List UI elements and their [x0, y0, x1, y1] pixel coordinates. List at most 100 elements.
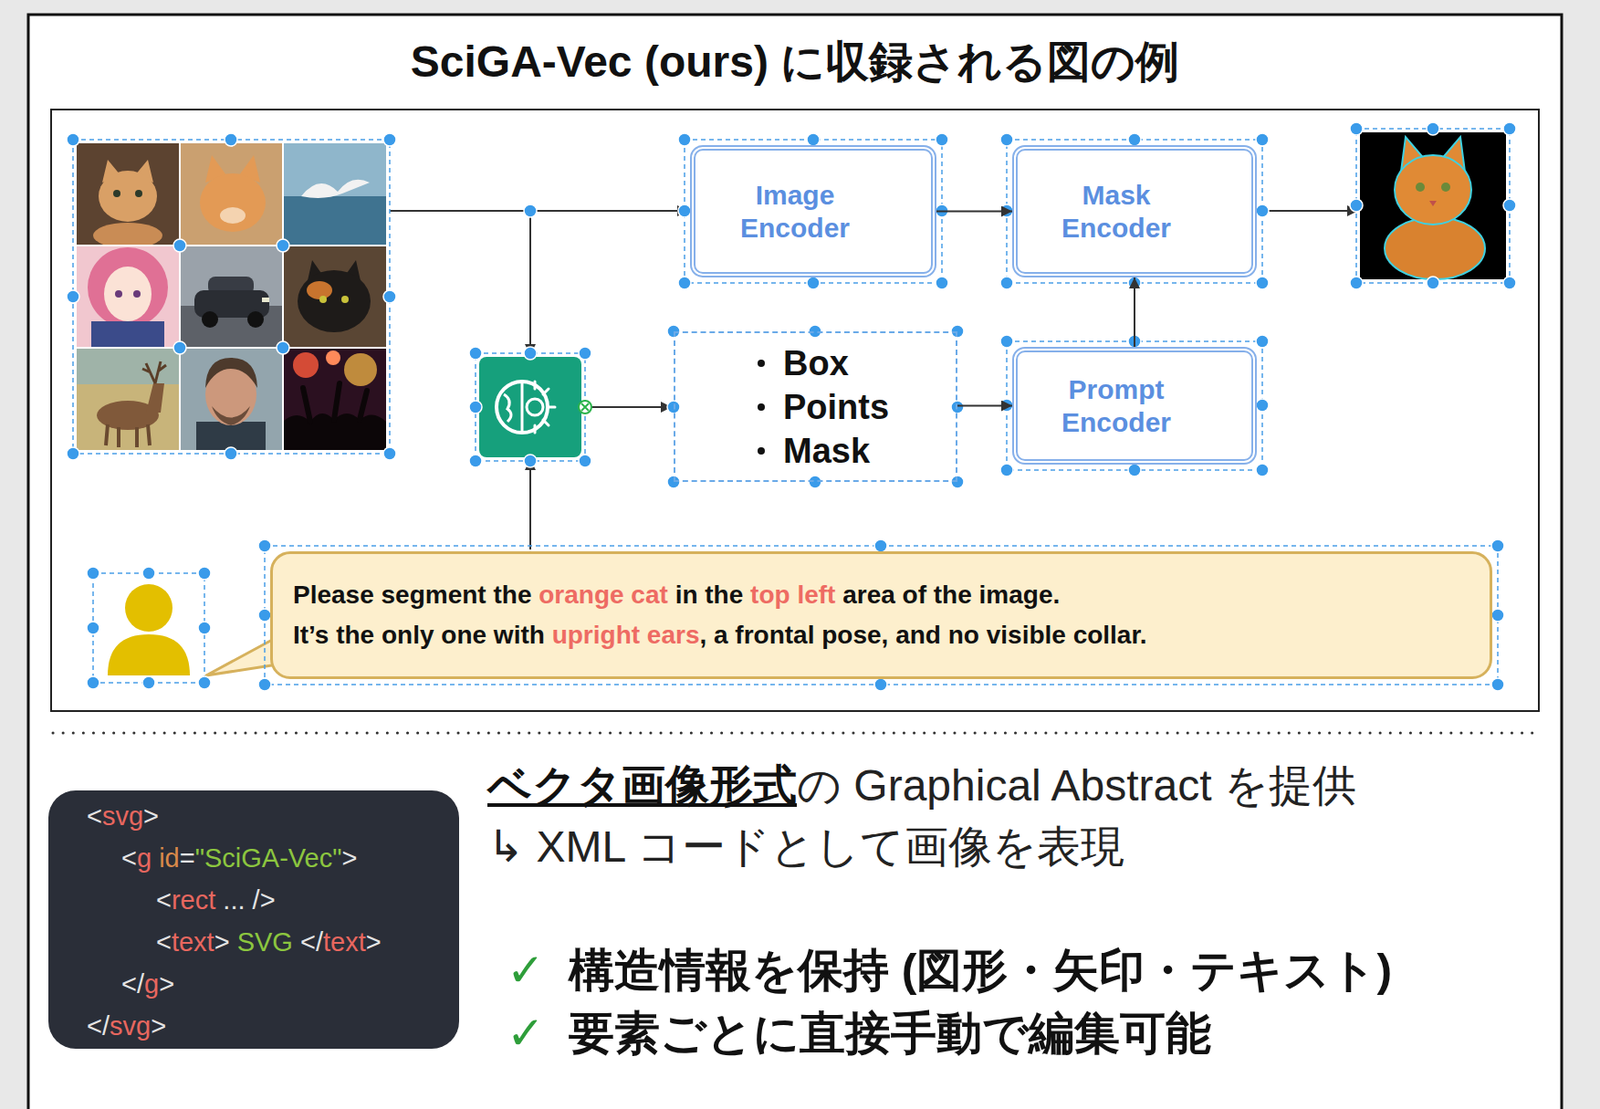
selection-handle: [66, 447, 80, 461]
photo-grid: [306, 281, 333, 300]
selection-handle: [1000, 334, 1014, 348]
figure-title: SciGA-Vec (ours) に収録される図の例: [28, 34, 1562, 90]
selection-handle: [198, 566, 211, 580]
selection-handle: [523, 454, 537, 468]
selection-outline: [475, 353, 586, 461]
annotation-text: 構造情報を保持 (図形・矢印・テキスト): [568, 942, 1392, 998]
connector-arrow: [1133, 277, 1136, 347]
annotation-text: ↳ XML コードとして画像を表現: [487, 820, 1125, 874]
selection-handle: [142, 566, 156, 580]
code-line: <text> SVG </text>: [86, 920, 460, 963]
selection-handle: [935, 133, 949, 147]
selection-handle: [258, 678, 272, 691]
photo-grid: [146, 383, 165, 413]
figure-frame: [51, 109, 1539, 712]
selection-handle: [951, 475, 964, 489]
page-panel: [28, 14, 1562, 1109]
selection-handle: [1000, 276, 1014, 290]
prompt-text: It’s the only one with: [292, 620, 545, 649]
selection-handle: [383, 290, 397, 304]
selection-handle: [86, 676, 100, 690]
encoder-box: Mask Encoder: [1012, 145, 1257, 278]
code-token: SVG: [237, 927, 293, 957]
photo-grid: [76, 245, 180, 348]
user-icon: [107, 584, 190, 676]
output-cat-image: [1359, 132, 1506, 280]
list-item: Points: [783, 385, 889, 429]
photo-grid: [282, 196, 387, 246]
list-row: Points: [757, 385, 956, 429]
photo-grid: [303, 383, 367, 422]
selection-handle: [874, 539, 888, 553]
code-line: <svg>: [86, 794, 460, 837]
photo-grid: [196, 421, 266, 450]
code-token: text: [323, 927, 367, 957]
selection-handle: [578, 346, 592, 360]
selection-handle: [276, 341, 290, 355]
connection-point: [578, 400, 592, 414]
annotation-text: の Graphical Abstract を提供: [796, 759, 1357, 813]
speech-tail: [206, 638, 278, 676]
photo-grid: [76, 143, 387, 450]
connection-point: [578, 400, 592, 414]
code-token: svg: [109, 1011, 151, 1041]
selection-handle: [173, 341, 187, 355]
selection-handle: [224, 133, 238, 147]
list-row: Box: [757, 341, 956, 386]
selection-handle: [678, 276, 691, 290]
selection-outline: [73, 139, 390, 454]
selection-handle: [1349, 276, 1363, 290]
code-token: g: [136, 843, 152, 873]
ai-model-icon: [526, 398, 544, 416]
highlight-text: upright ears: [552, 620, 701, 649]
code-token: =: [179, 843, 196, 873]
prompt-text: , a frontal pose, and no visible collar.: [699, 620, 1147, 649]
photo-grid: [91, 321, 165, 348]
selection-handle: [383, 133, 397, 147]
selection-handle: [1426, 276, 1440, 290]
photo-grid: [113, 189, 121, 198]
photo-grid: [76, 143, 387, 450]
annotation-text: ベクタ画像形式: [487, 759, 797, 813]
flow-arrow: [529, 459, 532, 550]
user-icon: [125, 584, 173, 632]
prompt-text: in the: [675, 580, 744, 609]
prompt-text: Please segment the: [292, 580, 532, 609]
selection-handle: [1255, 204, 1269, 218]
selection-handle: [276, 239, 290, 252]
encoder-box: Image Encoder: [690, 145, 937, 278]
code-token: <: [156, 885, 172, 915]
selection-handle: [1503, 198, 1517, 212]
photo-grid: [179, 347, 283, 450]
code-token: </: [300, 927, 324, 957]
code-line: </svg>: [86, 1004, 460, 1047]
photo-grid: [325, 350, 341, 366]
code-token: >: [143, 801, 159, 831]
highlight-text: orange cat: [538, 580, 669, 609]
encoder-label: Image Encoder: [721, 178, 868, 245]
ai-model-icon: [534, 381, 555, 433]
selection-handle: [258, 608, 272, 622]
flow-arrow: [529, 210, 532, 356]
selection-handle: [469, 400, 482, 414]
annotation-text: 要素ごとに直接手動で編集可能: [568, 1005, 1212, 1061]
photo-grid: [115, 290, 123, 298]
connector-arrow: [936, 210, 1013, 213]
bullet-dot: [757, 359, 765, 367]
selection-handle: [1128, 463, 1141, 477]
bullet-dot: [757, 447, 765, 455]
selection-outline: [73, 128, 1510, 685]
connector-arrow: [957, 405, 1013, 408]
selection-handle: [806, 276, 820, 290]
selection-handle: [66, 133, 80, 147]
selection-handle: [678, 204, 691, 218]
code-line: </g>: [86, 962, 460, 1005]
annotation-text: ✓: [506, 1005, 545, 1061]
photo-grid: [247, 311, 264, 328]
selection-handle: [578, 454, 592, 468]
prompt-type-list: BoxPointsMask: [673, 331, 958, 482]
code-token: g: [144, 969, 159, 999]
flow-arrow: [389, 209, 689, 212]
selection-handle: [173, 239, 187, 252]
